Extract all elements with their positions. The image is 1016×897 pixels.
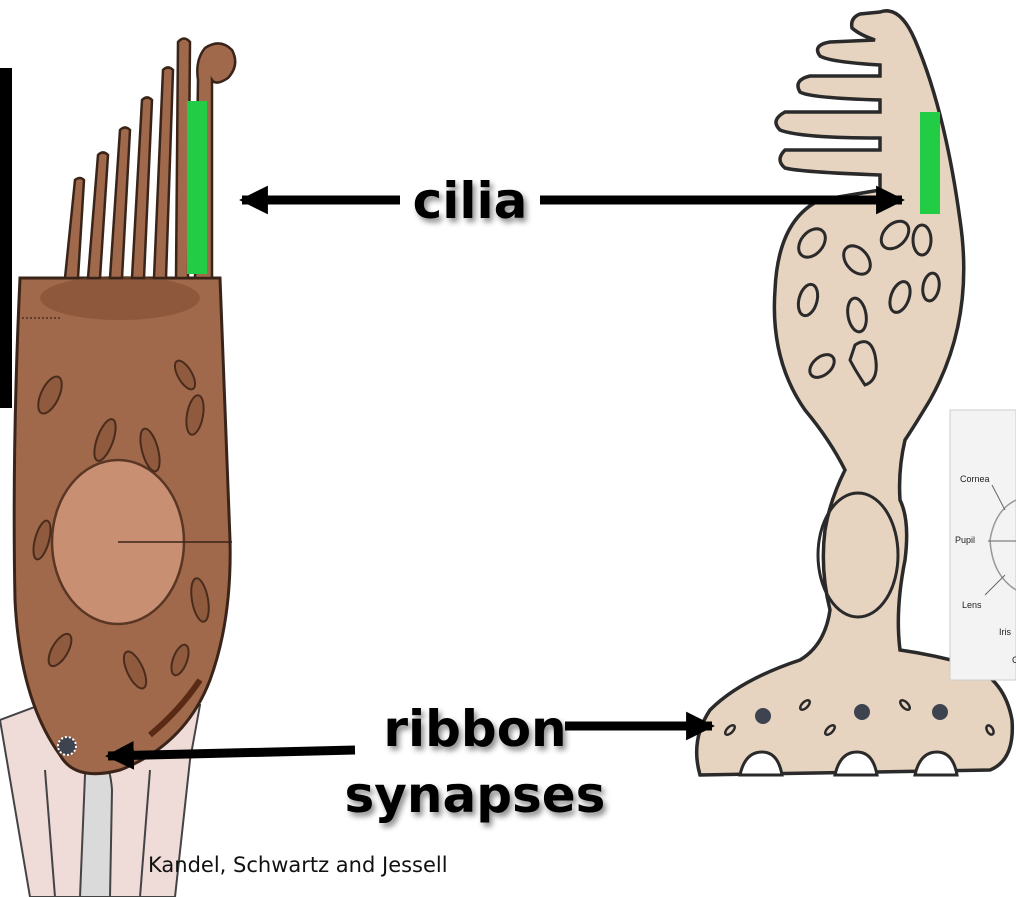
cuticular-plate	[40, 276, 200, 320]
left-black-bar	[0, 68, 12, 408]
inset-label-lens: Lens	[962, 600, 982, 610]
label-cilia: cilia	[413, 172, 528, 230]
source-credit: Kandel, Schwartz and Jessell	[148, 853, 448, 877]
hair-cell-ribbon-synapse	[58, 737, 76, 755]
inset-label-pupil: Pupil	[955, 535, 975, 545]
stereocilia	[65, 39, 235, 279]
label-synapses: synapses	[345, 766, 606, 824]
label-ribbon: ribbon	[383, 700, 566, 758]
inset-label-c: C	[1012, 655, 1016, 665]
photoreceptor-cilia-marker	[920, 112, 940, 214]
eye-inset: Cornea Pupil Lens Iris C	[950, 410, 1016, 680]
pedicle-invaginations	[740, 752, 957, 775]
hair-cell-cilia-marker	[187, 101, 207, 274]
eye-inset-panel	[950, 410, 1016, 680]
inset-label-cornea: Cornea	[960, 474, 990, 484]
inset-label-iris: Iris	[999, 627, 1011, 637]
supporting-cell-gap	[80, 760, 112, 897]
hair-cell	[0, 39, 235, 897]
ribbon-arrow-left	[108, 750, 355, 756]
